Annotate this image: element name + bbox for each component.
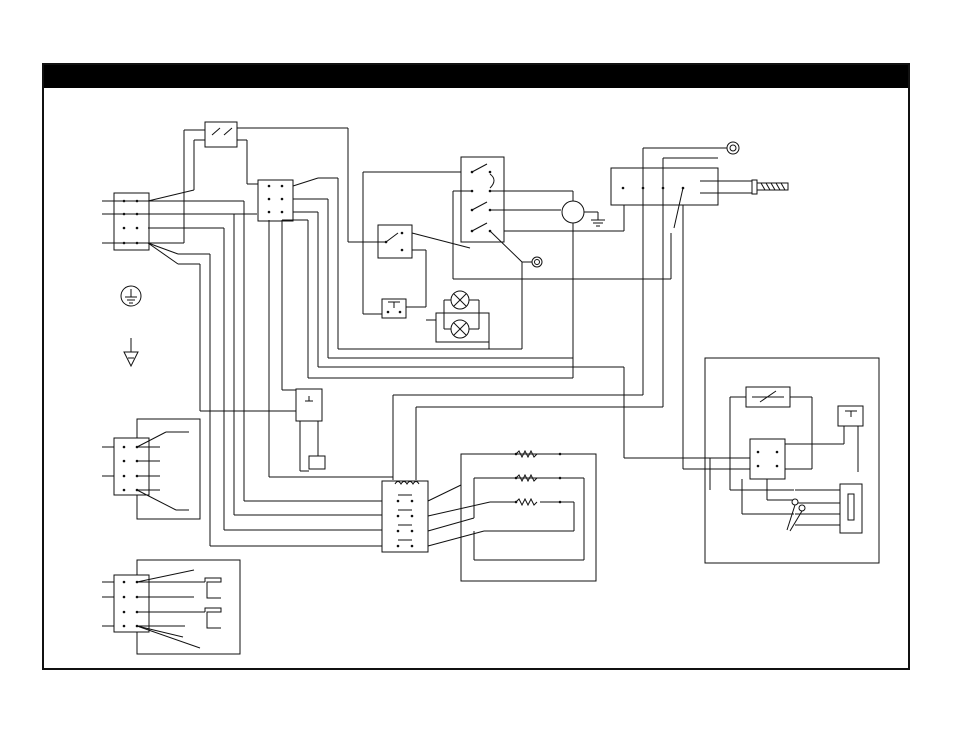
terminal-block-middle (102, 419, 200, 519)
push-button (382, 299, 406, 318)
left-wire-runs (148, 201, 393, 546)
motor (562, 201, 605, 378)
terminal-block-bottom (102, 560, 240, 654)
relay-coil (382, 481, 428, 552)
lamp (426, 291, 489, 349)
terminal-strip-right (611, 148, 752, 228)
control-box (705, 358, 879, 563)
earth-ground-symbol (124, 338, 138, 366)
ring-terminal (522, 257, 542, 349)
small-relay (296, 389, 325, 471)
ring-terminal (727, 142, 739, 154)
power-cord (752, 180, 788, 194)
ground-symbol (121, 286, 141, 306)
heating-element (428, 451, 596, 581)
